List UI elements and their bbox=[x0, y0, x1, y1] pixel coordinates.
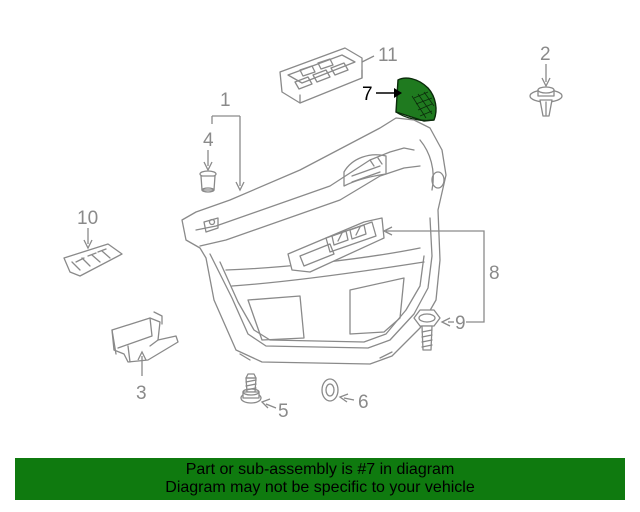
leader-11 bbox=[361, 55, 375, 63]
leader-8-arrow bbox=[382, 226, 393, 236]
leader-5-arrow bbox=[260, 398, 271, 409]
callout-5[interactable]: 5 bbox=[278, 401, 289, 422]
leader-2-arrow bbox=[541, 77, 551, 88]
leader-7-arrow bbox=[394, 88, 402, 98]
leader-9-arrow bbox=[440, 317, 451, 327]
leader-5 bbox=[265, 403, 277, 409]
part-1-door-trim-panel[interactable] bbox=[181, 117, 447, 365]
leader-1 bbox=[211, 115, 241, 186]
door-trim-exploded-diagram: 11 7 2 1 4 bbox=[63, 44, 563, 422]
part-2-clip[interactable] bbox=[529, 86, 563, 117]
leader-4-arrow bbox=[203, 161, 213, 172]
callout-9[interactable]: 9 bbox=[455, 313, 466, 334]
banner-line-1: Part or sub-assembly is #7 in diagram bbox=[185, 461, 455, 478]
leader-10-arrow bbox=[83, 239, 93, 250]
part-4-plug[interactable] bbox=[199, 170, 217, 193]
part-3-bracket[interactable] bbox=[111, 311, 179, 363]
part-9-bolt[interactable] bbox=[413, 309, 441, 351]
callout-1[interactable]: 1 bbox=[220, 90, 231, 111]
callout-7[interactable]: 7 bbox=[362, 84, 373, 105]
banner-line-2: Diagram may not be specific to your vehi… bbox=[165, 479, 475, 496]
callout-6[interactable]: 6 bbox=[358, 392, 369, 413]
part-5-screw[interactable] bbox=[240, 373, 262, 404]
callout-3[interactable]: 3 bbox=[136, 383, 147, 404]
leader-1-arrow bbox=[235, 181, 245, 192]
part-7-trim-cover[interactable] bbox=[395, 77, 437, 122]
leader-8 bbox=[386, 230, 485, 323]
callout-10[interactable]: 10 bbox=[77, 208, 98, 229]
callout-8[interactable]: 8 bbox=[489, 263, 500, 284]
leader-6-arrow bbox=[338, 393, 349, 403]
callout-4[interactable]: 4 bbox=[203, 130, 214, 151]
part-10-pad[interactable] bbox=[63, 243, 123, 277]
part-info-banner: Part or sub-assembly is #7 in diagram Di… bbox=[15, 458, 625, 500]
callout-11[interactable]: 11 bbox=[378, 45, 398, 66]
leader-6 bbox=[343, 397, 355, 401]
leader-3-arrow bbox=[137, 350, 147, 361]
callout-2[interactable]: 2 bbox=[540, 44, 551, 65]
part-6-grommet[interactable] bbox=[321, 378, 339, 402]
part-8-switch-bezel[interactable] bbox=[287, 217, 385, 273]
part-11-window-switch[interactable] bbox=[279, 47, 363, 104]
